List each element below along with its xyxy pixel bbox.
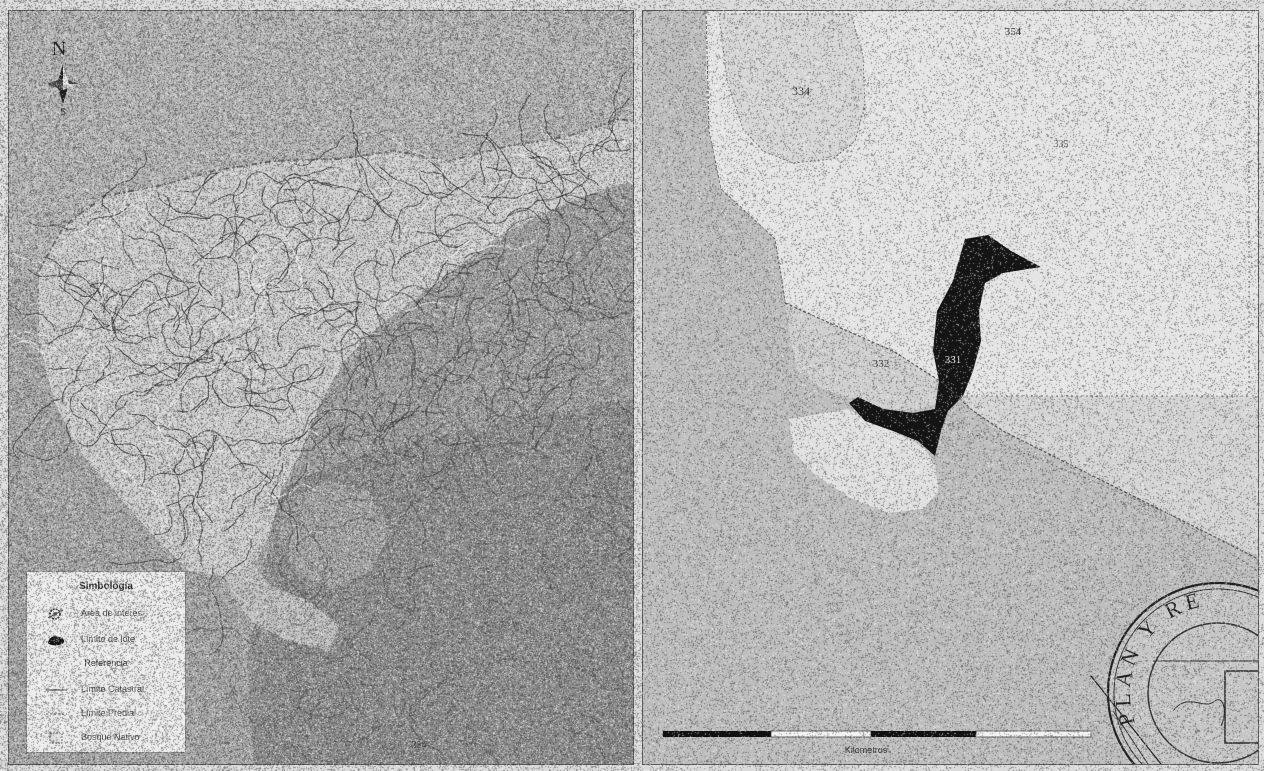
legend-item: Bosque Nativo — [35, 730, 183, 746]
parcel-label: 335 — [1054, 139, 1069, 150]
scale-segment — [871, 731, 976, 737]
scale-segment — [975, 730, 1092, 738]
scale-label: Kilometros — [845, 745, 888, 755]
ring-icon — [47, 608, 64, 620]
region-middle-right — [961, 396, 1258, 556]
legend-item-label: Límite Predial — [81, 708, 137, 718]
legend-title: Simbología — [79, 581, 133, 592]
legend-item-label: Bosque Nativo — [81, 732, 140, 742]
north-label: N — [52, 38, 66, 60]
drainage-line — [208, 567, 224, 656]
map-legend: Simbología Área de interés Límite de lot… — [26, 571, 186, 753]
legend-item-label: Área de interés — [81, 608, 143, 618]
legend-item: Área de interés — [35, 606, 183, 622]
drainage-line — [111, 552, 184, 566]
legend-item: Límite Predial — [35, 706, 183, 722]
scale-bar: Kilometros — [663, 730, 1092, 755]
box-icon — [49, 732, 63, 744]
cadastral-map: 354 334 335 332 331 Kilometros PLAN Y RE — [663, 11, 1258, 764]
parcel-label: 354 — [1005, 26, 1022, 38]
parcel-label: 334 — [792, 84, 810, 98]
terrain-map-panel: N S 334 Simbología Área de interés — [8, 10, 634, 765]
cadastral-map-panel: 354 334 335 332 331 Kilometros PLAN Y RE — [642, 10, 1259, 765]
legend-reference-heading: Referencia — [84, 658, 128, 668]
legend-item-label: Límite de lote — [81, 634, 136, 644]
parcel-label: 332 — [873, 358, 890, 370]
legend-item: Límite de lote — [35, 632, 183, 648]
line-icon — [46, 689, 67, 691]
legend-item-label: Límite Catastral — [81, 684, 145, 694]
south-label: S — [60, 106, 66, 118]
dotted-line-icon — [46, 713, 67, 715]
official-seal: PLAN Y RE — [1090, 581, 1258, 764]
scale-segment — [770, 730, 872, 738]
drainage-line — [15, 418, 72, 462]
dark-blob-icon — [48, 636, 65, 646]
parcel-label: 331 — [945, 354, 962, 366]
terrain-map-label: 334 — [412, 740, 427, 751]
scale-segment — [663, 731, 771, 737]
legend-item: Límite Catastral — [35, 682, 183, 698]
